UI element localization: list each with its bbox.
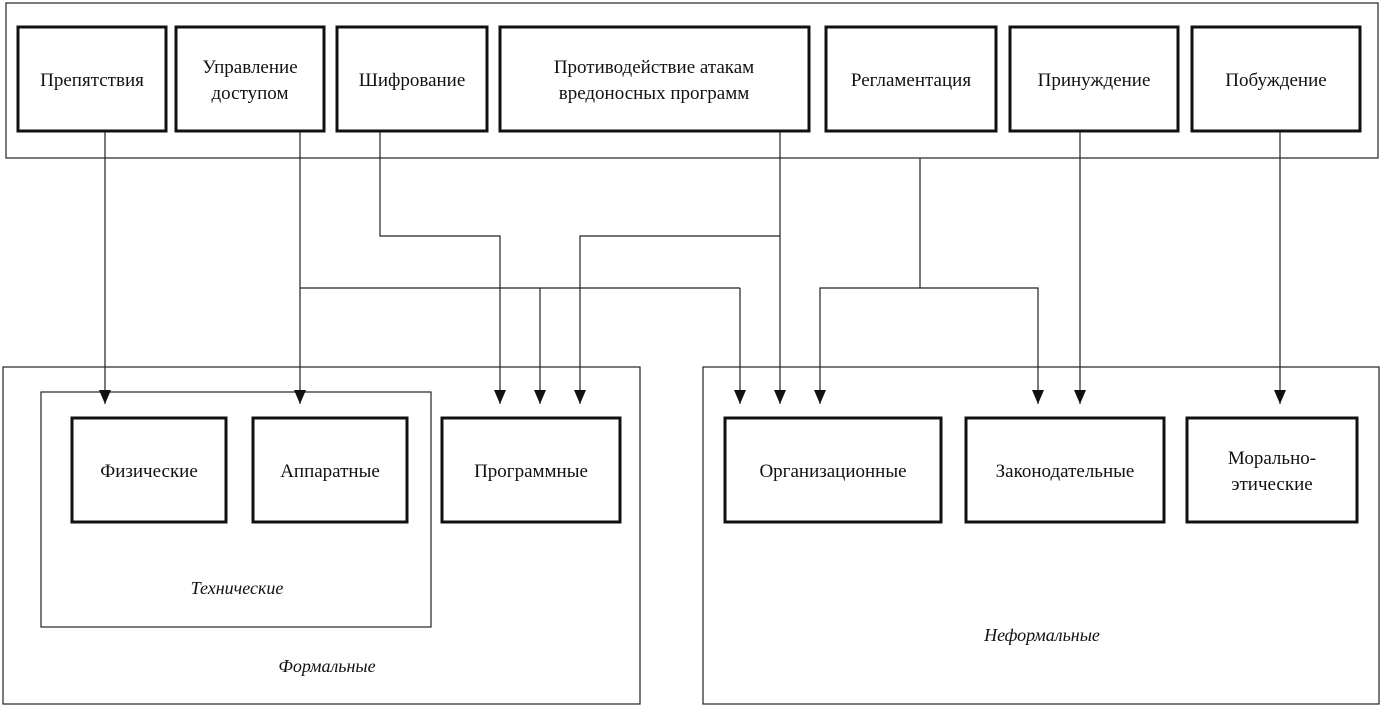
- means-software: Программные: [440, 416, 622, 524]
- method-coercion-label: Принуждение: [1038, 70, 1151, 91]
- method-obstacles: Препятствия: [16, 25, 168, 133]
- method-encryption: Шифрование: [335, 25, 489, 133]
- method-malware-label-1: Противодействие атакам: [554, 57, 754, 78]
- connector-malware-software: [574, 235, 780, 404]
- connectors: [99, 132, 1286, 404]
- method-access-control: Управление доступом: [174, 25, 326, 133]
- method-regulation: Регламентация: [824, 25, 998, 133]
- means-hardware: Аппаратные: [251, 416, 409, 524]
- method-motivation: Побуждение: [1190, 25, 1362, 133]
- means-physical: Физические: [70, 416, 228, 524]
- method-malware-label-2: вредоносных программ: [559, 83, 750, 104]
- methods-frame: [5, 2, 1379, 159]
- means-moral-label-2: этические: [1231, 474, 1312, 495]
- method-motivation-label: Побуждение: [1225, 70, 1326, 91]
- means-physical-label: Физические: [100, 461, 198, 482]
- method-access-control-label-2: доступом: [212, 83, 289, 104]
- connector-regulation-organizational: [814, 287, 920, 404]
- method-coercion: Принуждение: [1008, 25, 1180, 133]
- means-moral-ethical: Морально- этические: [1185, 416, 1359, 524]
- connector-encryption-software: [379, 132, 506, 404]
- method-encryption-label: Шифрование: [359, 70, 466, 91]
- method-malware-protection: Противодействие атакам вредоносных прогр…: [498, 25, 811, 133]
- means-hardware-label: Аппаратные: [280, 461, 380, 482]
- method-obstacles-label: Препятствия: [40, 70, 144, 91]
- technical-group-frame: [40, 391, 432, 628]
- informal-group-frame: [702, 366, 1380, 705]
- method-regulation-label: Регламентация: [851, 70, 971, 91]
- means-software-label: Программные: [474, 461, 588, 482]
- means-organizational-label: Организационные: [759, 461, 906, 482]
- group-informal-label: Неформальные: [983, 625, 1100, 645]
- means-legislative: Законодательные: [964, 416, 1166, 524]
- means-organizational: Организационные: [723, 416, 943, 524]
- means-legislative-label: Законодательные: [996, 461, 1135, 482]
- group-formal-label: Формальные: [278, 656, 375, 676]
- connector-regulation-legislative: [920, 287, 1044, 404]
- group-technical-label: Технические: [191, 578, 284, 598]
- method-access-control-label-1: Управление: [202, 57, 297, 78]
- means-moral-label-1: Морально-: [1228, 448, 1316, 469]
- formal-group-frame: [2, 366, 641, 705]
